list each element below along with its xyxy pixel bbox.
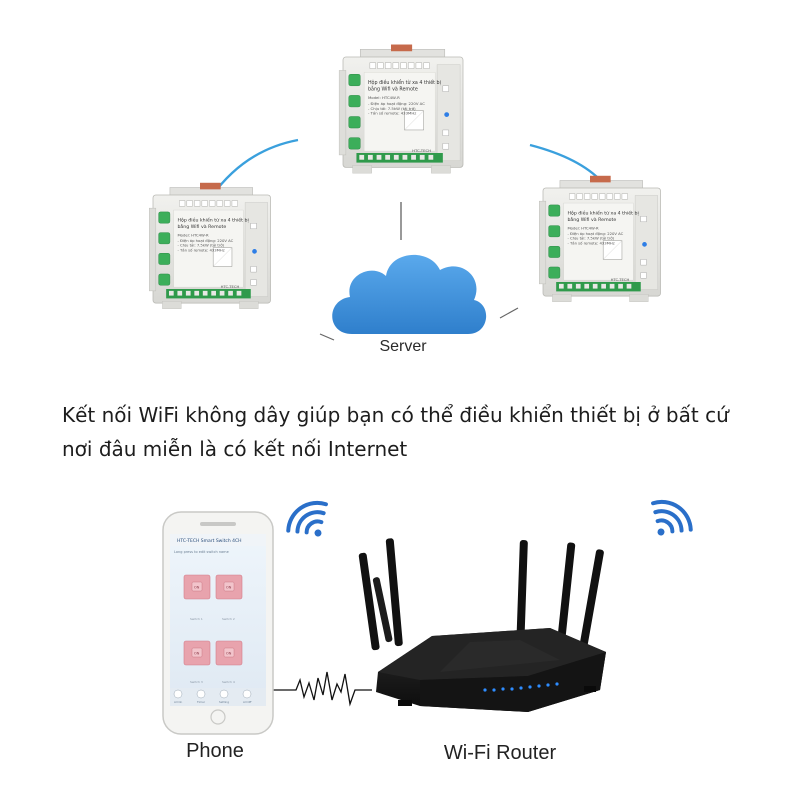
svg-text:- Chịu tải: 7.5kW (tải trở): - Chịu tải: 7.5kW (tải trở) <box>567 237 614 241</box>
svg-text:ON: ON <box>226 586 232 590</box>
svg-text:Hộp điều khiển từ xa 4 thiết b: Hộp điều khiển từ xa 4 thiết bị <box>368 78 441 86</box>
svg-text:bằng Wifi và Remote: bằng Wifi và Remote <box>368 86 418 93</box>
server-label: Server <box>379 338 427 355</box>
caption-line-2: nơi đâu miễn là có kết nối Internet <box>62 437 408 461</box>
svg-text:All On: All On <box>174 700 183 704</box>
svg-text:Model: HTC4W-R: Model: HTC4W-R <box>177 233 209 237</box>
phone-switch-2[interactable]: ON <box>215 574 243 600</box>
server-link-left <box>319 333 335 341</box>
svg-text:Model: HTC4W-R: Model: HTC4W-R <box>567 226 599 230</box>
svg-text:HTC-TECH: HTC-TECH <box>611 278 630 282</box>
svg-text:Hộp điều khiển từ xa 4 thiết b: Hộp điều khiển từ xa 4 thiết bị <box>567 208 638 216</box>
svg-text:- Tần số remote: 433MHz: - Tần số remote: 433MHz <box>368 111 416 116</box>
svg-text:- Chịu tải: 7.5kW (tải trở): - Chịu tải: 7.5kW (tải trở) <box>368 106 416 111</box>
router-label: Wi-Fi Router <box>443 742 557 764</box>
svg-text:- Tần số remote: 433MHz: - Tần số remote: 433MHz <box>567 241 614 245</box>
svg-text:- Tần số remote: 433MHz: - Tần số remote: 433MHz <box>177 248 224 252</box>
relay-module-left: Hộp điều khiển từ xa 4 thiết bị bằng Wif… <box>148 182 271 310</box>
wifi-icon-left <box>286 500 328 537</box>
server-link-right <box>499 307 519 319</box>
svg-text:Model: HTC4W-R: Model: HTC4W-R <box>368 95 400 100</box>
svg-text:Timer: Timer <box>196 700 206 704</box>
svg-text:- Điện áp hoạt động: 220V AC: - Điện áp hoạt động: 220V AC <box>567 232 623 236</box>
svg-text:Switch 4: Switch 4 <box>222 680 235 684</box>
relay-module-right: Hộp điều khiển từ xa 4 thiết bị bằng Wif… <box>538 175 661 303</box>
svg-text:ON: ON <box>194 586 200 590</box>
cloud-icon <box>332 254 487 334</box>
phone-switch-1[interactable]: ON <box>183 574 211 600</box>
svg-text:bằng Wifi và Remote: bằng Wifi và Remote <box>177 223 226 230</box>
svg-text:Switch 3: Switch 3 <box>190 680 203 684</box>
svg-text:HTC-TECH: HTC-TECH <box>412 148 431 153</box>
wifi-router <box>358 538 606 712</box>
phone-label: Phone <box>186 740 244 762</box>
svg-text:Setting: Setting <box>219 700 229 704</box>
phone-switch-4[interactable]: ON <box>215 640 243 666</box>
svg-text:bằng Wifi và Remote: bằng Wifi và Remote <box>567 216 616 223</box>
svg-text:HTC-TECH: HTC-TECH <box>221 285 240 289</box>
phone-device: HTC-TECH Smart Switch 4CH Long press to … <box>162 511 274 735</box>
phone-switch-3[interactable]: ON <box>183 640 211 666</box>
svg-text:ON: ON <box>194 652 200 656</box>
svg-text:Long press to edit switch name: Long press to edit switch name <box>174 550 229 554</box>
signal-wave <box>268 671 372 707</box>
svg-text:- Điện áp hoạt động: 220V AC: - Điện áp hoạt động: 220V AC <box>177 239 233 243</box>
svg-text:- Chịu tải: 7.5kW (tải trở): - Chịu tải: 7.5kW (tải trở) <box>177 244 224 248</box>
svg-text:- Điện áp hoạt động: 220V AC: - Điện áp hoạt động: 220V AC <box>368 101 425 106</box>
relay-module-top: Hộp điều khiển từ xa 4 thiết bị bằng Wif… <box>338 44 464 174</box>
caption-line-1: Kết nối WiFi không dây giúp bạn có thể đ… <box>62 403 729 427</box>
svg-text:ON: ON <box>226 652 232 656</box>
svg-text:Switch 2: Switch 2 <box>222 617 235 621</box>
svg-text:All Off: All Off <box>243 700 252 704</box>
caption-text: Kết nối WiFi không dây giúp bạn có thể đ… <box>62 398 762 466</box>
wifi-icon-right <box>651 499 693 536</box>
svg-text:Switch 1: Switch 1 <box>190 617 203 621</box>
svg-text:HTC-TECH Smart Switch 4CH: HTC-TECH Smart Switch 4CH <box>177 538 242 544</box>
svg-text:Hộp điều khiển từ xa 4 thiết b: Hộp điều khiển từ xa 4 thiết bị <box>177 215 248 223</box>
